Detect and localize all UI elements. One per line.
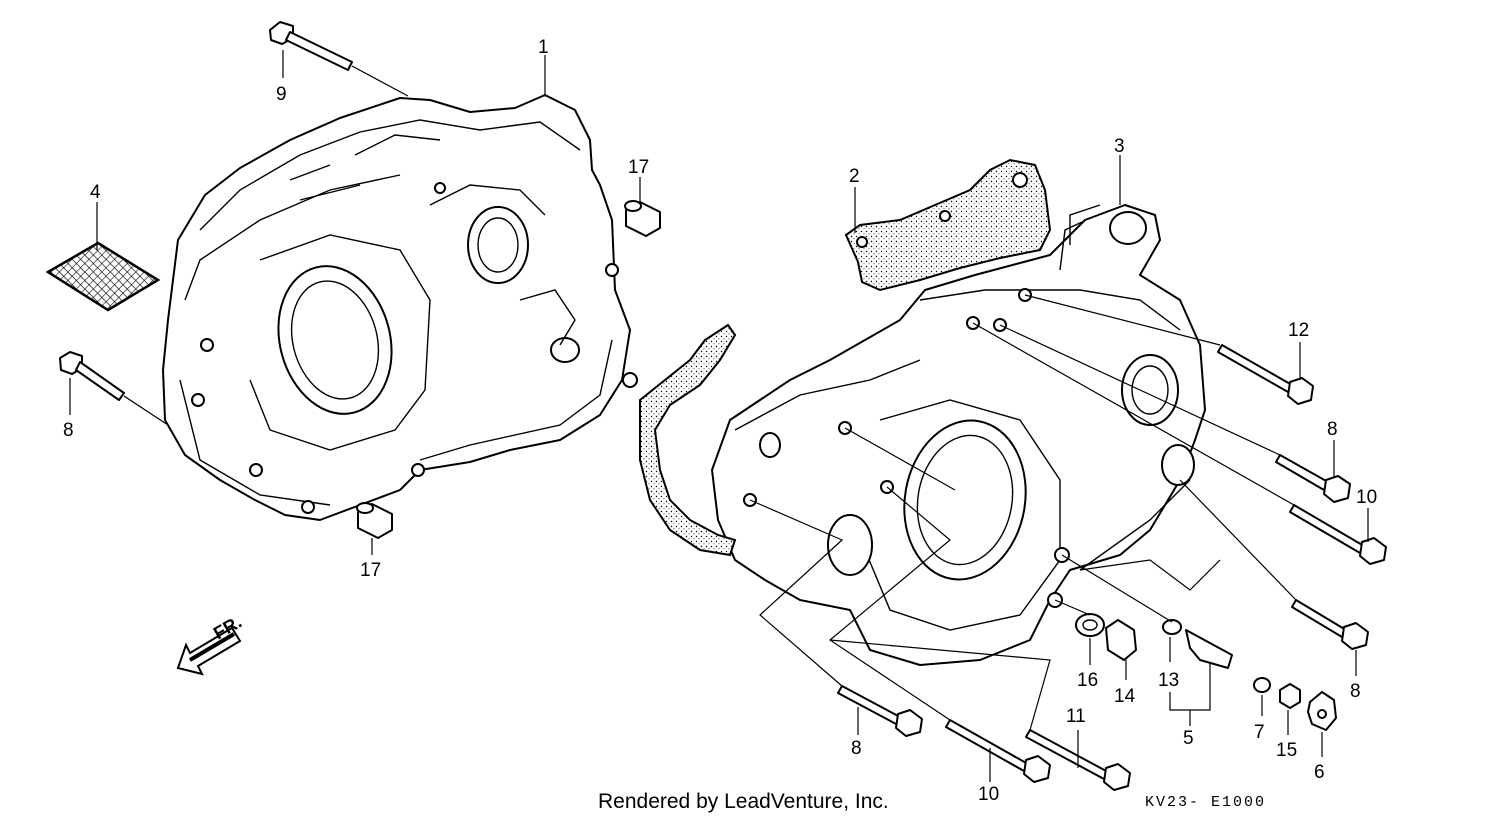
- dowel-pin-lower: [356, 502, 393, 539]
- bolt-8-right-lower: [1291, 599, 1369, 650]
- bolt-9: [269, 21, 353, 71]
- callout-5: 5: [1183, 728, 1194, 749]
- oil-strainer-screen: [45, 241, 161, 312]
- callout-8-right-upper: 8: [1327, 419, 1338, 440]
- bolt-8-bottom: [837, 685, 923, 737]
- small-parts: [1075, 613, 1337, 731]
- washer-7: [1253, 677, 1271, 693]
- callout-15: 15: [1276, 740, 1297, 761]
- bolt-12: [1217, 344, 1314, 405]
- o-ring-13: [1162, 619, 1182, 635]
- left-crankcase: [162, 94, 638, 521]
- callout-10-bottom: 10: [978, 784, 999, 805]
- leader-lines: [69, 50, 1369, 782]
- bolt-10-bottom: [945, 719, 1051, 783]
- diagram-code: KV23- E1000: [1145, 794, 1266, 811]
- callout-10-right: 10: [1356, 487, 1377, 508]
- bolts: [59, 21, 1387, 791]
- callout-8-bottom: 8: [851, 738, 862, 759]
- callout-2: 2: [849, 166, 860, 187]
- callout-14: 14: [1114, 686, 1136, 707]
- nut-15: [1279, 683, 1301, 709]
- bolt-8-left: [59, 351, 125, 401]
- dowel-pin-upper: [624, 200, 661, 237]
- callout-12: 12: [1288, 320, 1309, 341]
- switch-5: [1185, 629, 1233, 669]
- callout-labels: 1 2 3 4 5 6 7 8 8 8 8 9 10 10 11 12 13 1…: [63, 37, 1377, 805]
- callout-11: 11: [1066, 706, 1086, 727]
- callout-4: 4: [90, 182, 101, 203]
- bolt-8-right-upper: [1275, 454, 1351, 503]
- callout-8-right-lower: 8: [1350, 681, 1361, 702]
- bolt-11: [1025, 729, 1131, 791]
- callout-13: 13: [1158, 670, 1179, 691]
- callout-7: 7: [1254, 722, 1265, 743]
- render-credit: Rendered by LeadVenture, Inc.: [598, 790, 889, 813]
- callout-8-left: 8: [63, 420, 74, 441]
- callout-17-lower: 17: [360, 560, 381, 581]
- callout-1: 1: [538, 37, 549, 58]
- callout-6: 6: [1314, 762, 1325, 783]
- front-direction-arrow: FR.: [176, 612, 245, 676]
- gasket-upper: [844, 158, 1052, 292]
- callout-17-upper: 17: [628, 157, 649, 178]
- washer-16: [1075, 613, 1105, 637]
- right-crankcase: [711, 204, 1206, 666]
- callout-16: 16: [1077, 670, 1098, 691]
- bolt-10-right: [1289, 504, 1387, 565]
- gasket-lower: [639, 323, 737, 557]
- callout-3: 3: [1114, 136, 1125, 157]
- callout-9: 9: [276, 84, 287, 105]
- drain-bolt-14: [1105, 619, 1137, 661]
